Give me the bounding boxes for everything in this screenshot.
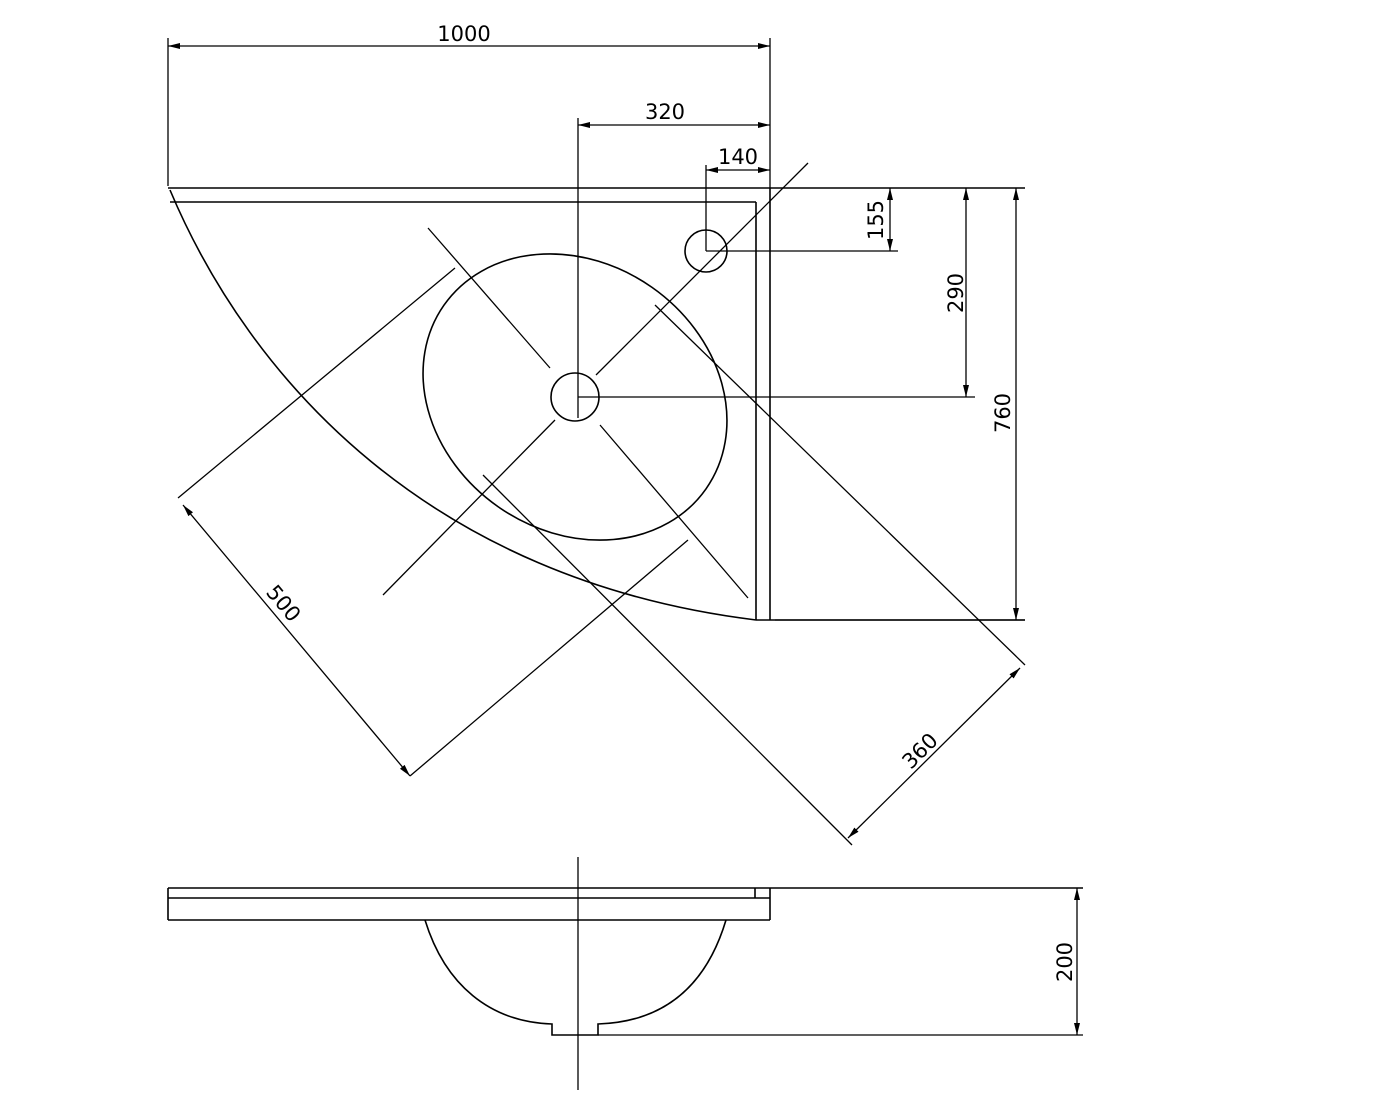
dim-label-overall-depth: 760 bbox=[991, 393, 1015, 433]
dimension-overall-width: 1000 bbox=[168, 22, 770, 49]
dim-label-height: 200 bbox=[1053, 942, 1077, 982]
plan-view: 1000 320 140 155 290 760 5 bbox=[167, 22, 1026, 846]
dimension-bowl-width: 360 bbox=[847, 667, 1021, 839]
dimension-tap-offset-y: 155 bbox=[864, 188, 893, 251]
dim-label-tap-offset-x: 140 bbox=[718, 145, 758, 169]
dim-label-drain-offset: 320 bbox=[645, 100, 685, 124]
countertop-outline bbox=[168, 187, 1025, 621]
dim-label-bowl-width: 360 bbox=[897, 728, 942, 773]
side-slab bbox=[167, 887, 1083, 921]
dimension-drain-offset-y: 290 bbox=[944, 188, 969, 397]
extension-lines bbox=[167, 38, 1026, 846]
dim-label-bowl-length: 500 bbox=[261, 580, 305, 626]
dimension-height: 200 bbox=[1053, 888, 1080, 1035]
dimension-tap-offset-x: 140 bbox=[706, 145, 770, 173]
dim-label-overall-width: 1000 bbox=[437, 22, 490, 46]
dimension-bowl-length: 500 bbox=[182, 504, 411, 777]
dim-label-tap-offset-y: 155 bbox=[864, 200, 888, 240]
basin-outline bbox=[422, 253, 728, 541]
basin-profile bbox=[424, 919, 727, 1036]
dimension-drain-offset: 320 bbox=[578, 100, 770, 128]
dimension-overall-depth: 760 bbox=[991, 188, 1019, 620]
center-lines bbox=[382, 118, 975, 599]
side-view: 200 bbox=[167, 857, 1083, 1090]
dim-label-drain-offset-y: 290 bbox=[944, 273, 968, 313]
